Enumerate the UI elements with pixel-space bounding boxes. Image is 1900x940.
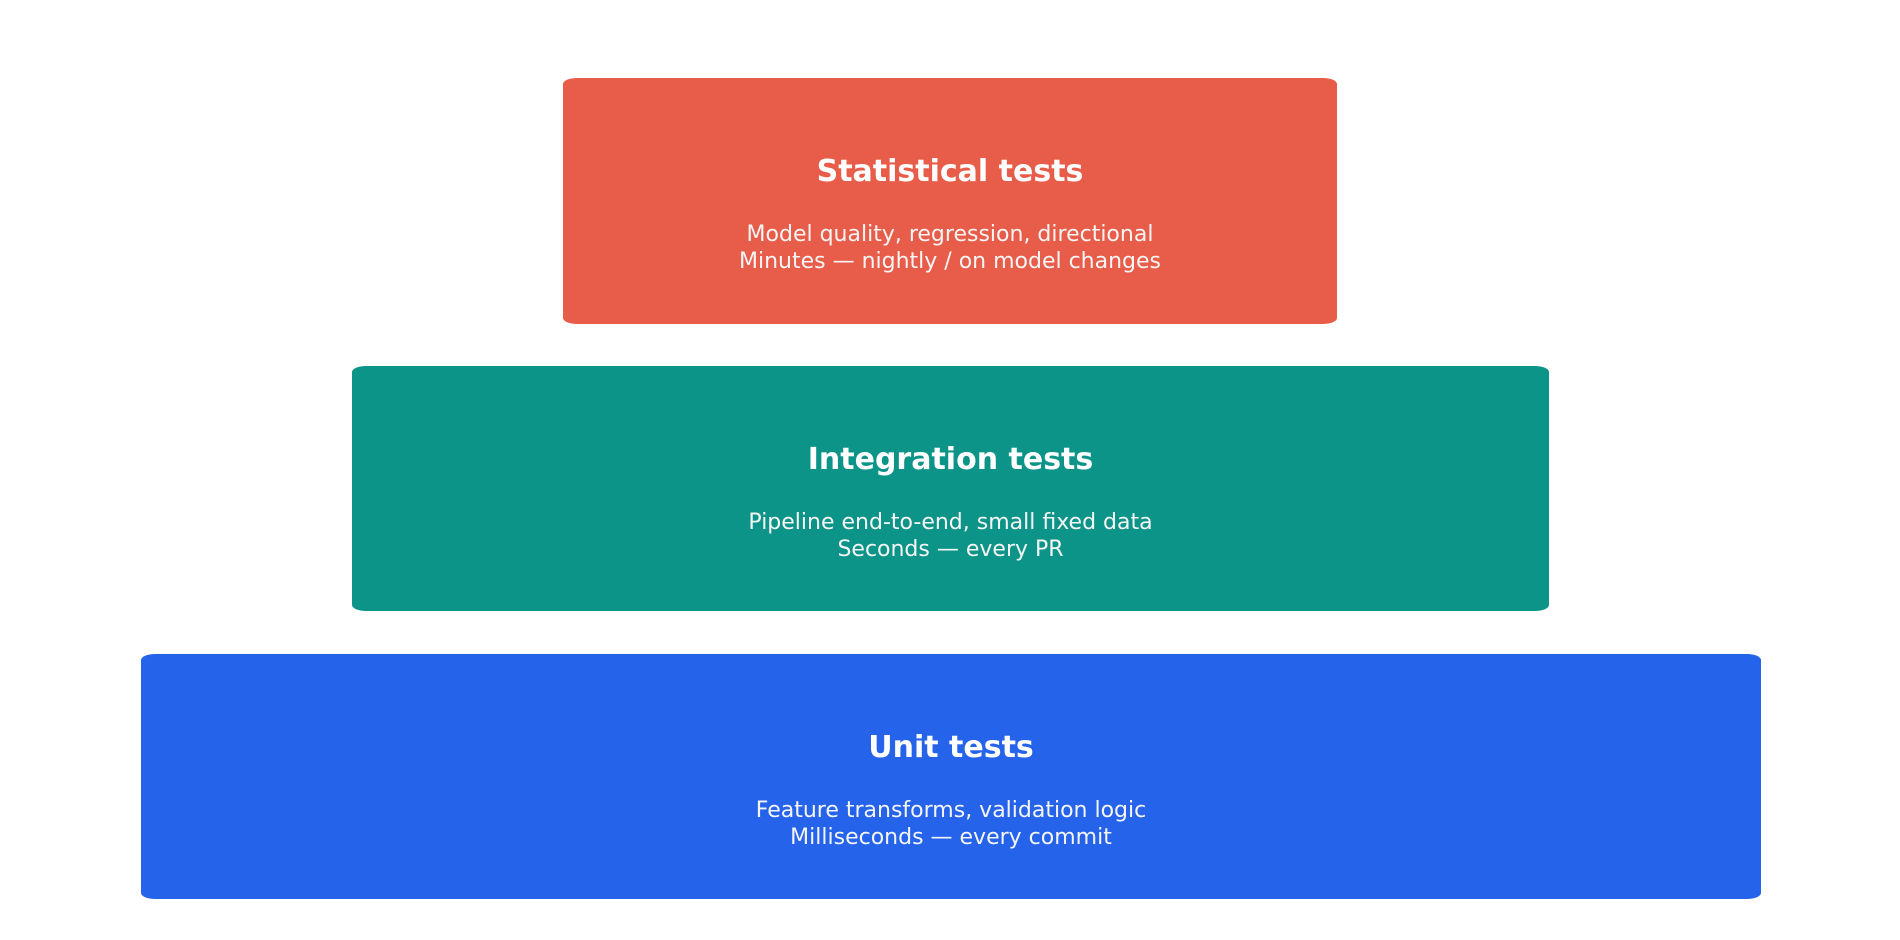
tier-statistical-tests: Statistical tests Model quality, regress…: [563, 78, 1337, 324]
tier-title: Statistical tests: [816, 154, 1084, 189]
tier-cadence: Minutes — nightly / on model changes: [738, 249, 1162, 274]
tier-cadence: Milliseconds — every commit: [790, 825, 1112, 850]
tier-scope: Feature transforms, validation logic: [755, 798, 1147, 823]
tier-scope: Model quality, regression, directional: [746, 222, 1154, 247]
tier-cadence: Seconds — every PR: [837, 537, 1064, 562]
tier-integration-tests: Integration tests Pipeline end-to-end, s…: [352, 366, 1549, 611]
tier-description: Feature transforms, validation logic Mil…: [141, 797, 1761, 851]
tier-title: Unit tests: [868, 730, 1034, 765]
tier-scope: Pipeline end-to-end, small fixed data: [748, 510, 1153, 535]
tier-title: Integration tests: [807, 442, 1094, 477]
tier-unit-tests: Unit tests Feature transforms, validatio…: [141, 654, 1761, 899]
tier-description: Pipeline end-to-end, small fixed data Se…: [352, 509, 1549, 563]
tier-description: Model quality, regression, directional M…: [563, 221, 1337, 275]
